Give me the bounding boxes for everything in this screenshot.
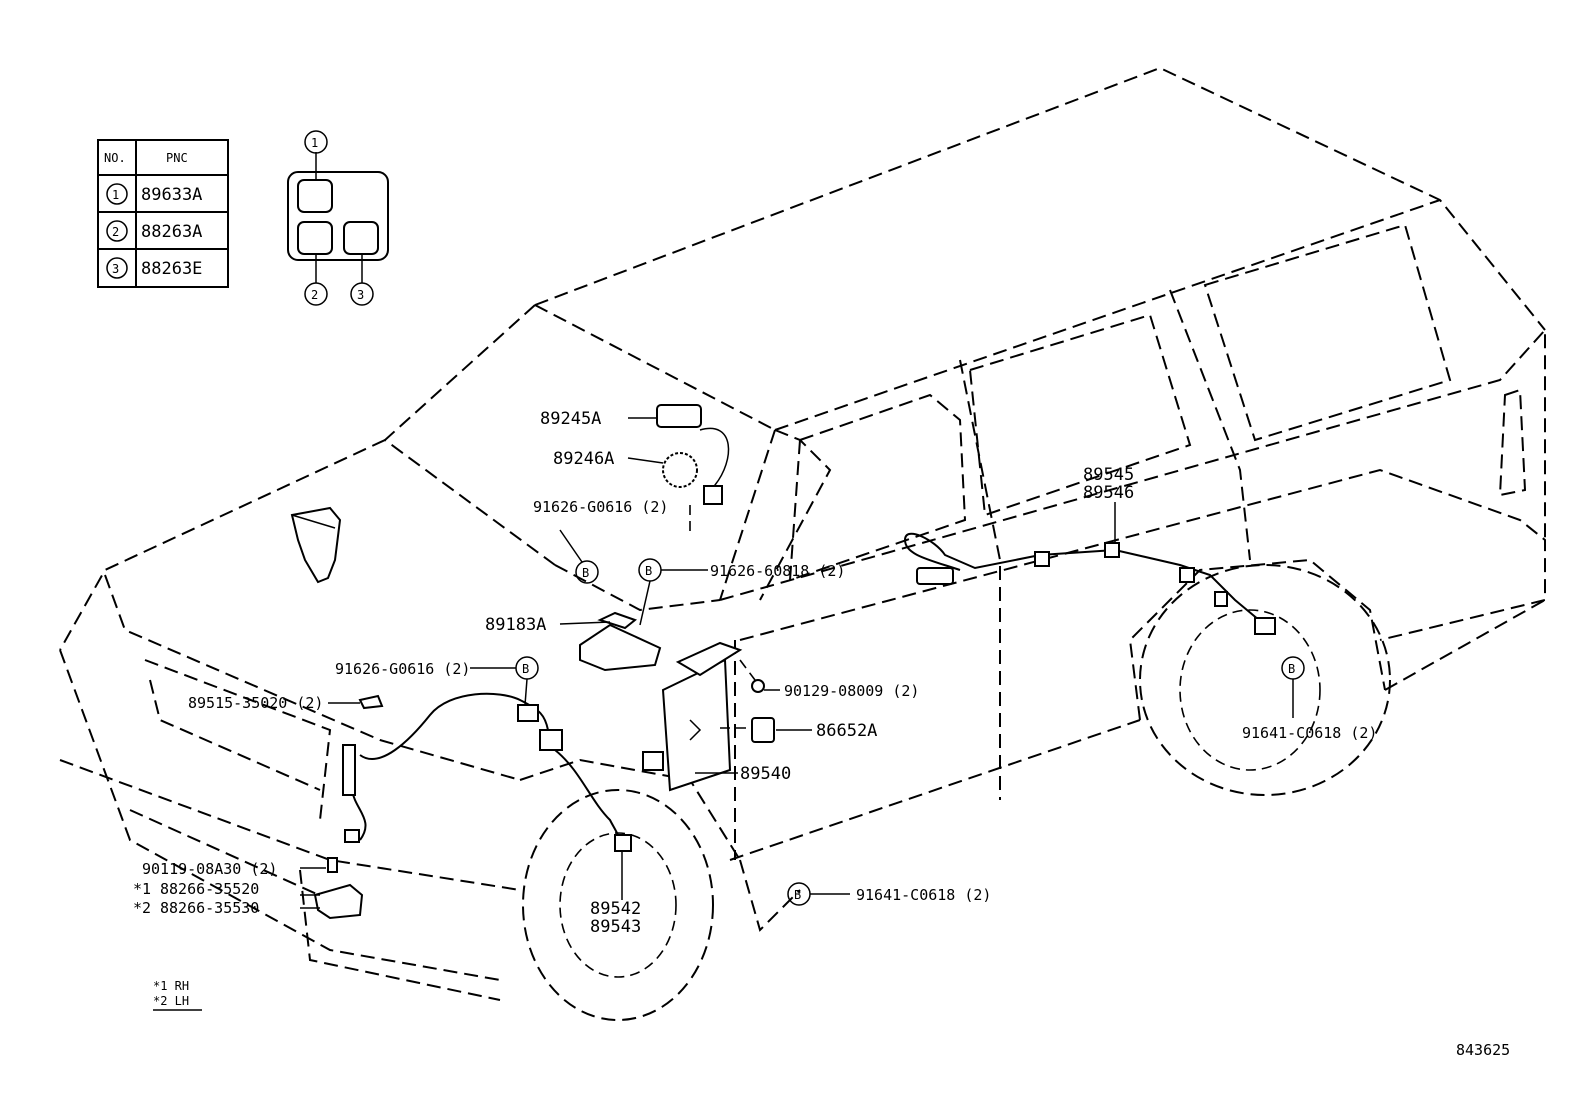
bolt-marker-top-left — [575, 560, 599, 584]
legend-row-3-pnc: 88263E — [141, 259, 202, 279]
part-89246A-shape — [627, 427, 730, 535]
label-89543: 89543 — [590, 917, 641, 937]
svg-text:B: B — [522, 662, 529, 676]
label-91626-G0616-top: 91626-G0616 (2) — [533, 498, 668, 516]
label-86652A: 86652A — [816, 721, 877, 741]
vehicle-outline — [59, 66, 1546, 1021]
legend-row-1-no: 1 — [112, 188, 119, 202]
svg-text:B: B — [582, 566, 589, 580]
part-labels: 89245A 89246A 91626-G0616 (2) 91626-6081… — [133, 409, 1377, 937]
label-91626-60818: 91626-60818 (2) — [710, 562, 845, 580]
front-bracket-shape — [300, 857, 364, 920]
footnotes: *1 RH *2 LH — [153, 979, 202, 1011]
switch-panel: 1 2 3 — [287, 130, 389, 306]
part-90129-08009-shape — [739, 659, 780, 693]
label-89540: 89540 — [740, 764, 791, 784]
bolt-markers: B B B B B — [470, 529, 1305, 906]
label-88266-35530: 88266-35530 — [160, 899, 259, 917]
svg-text:B: B — [645, 564, 652, 578]
label-89183A: 89183A — [485, 615, 546, 635]
label-89545: 89545 — [1083, 465, 1134, 485]
label-91626-G0616-mid: 91626-G0616 (2) — [335, 660, 470, 678]
rear-harness-shape — [903, 502, 1276, 635]
footnote-lh: *2 LH — [153, 994, 189, 1008]
legend-row-1-pnc: 89633A — [141, 185, 202, 205]
label-91641-C0618-front: 91641-C0618 (2) — [856, 886, 991, 904]
brake-fluid-reservoir — [290, 506, 342, 584]
part-89245A-shape — [628, 404, 702, 428]
switch-callout-1: 1 — [311, 136, 318, 150]
label-91641-C0618-rear: 91641-C0618 (2) — [1242, 724, 1377, 742]
svg-text:B: B — [794, 888, 801, 902]
front-harness-shape — [328, 692, 632, 852]
footnote-rh: *1 RH — [153, 979, 189, 993]
label-89546: 89546 — [1083, 483, 1134, 503]
legend-table: NO. PNC 1 89633A 2 88263A 3 88263E — [97, 139, 229, 288]
label-88266-35520: 88266-35520 — [160, 880, 259, 898]
label-89246A: 89246A — [553, 449, 614, 469]
switch-callout-2: 2 — [311, 288, 318, 302]
label-89245A: 89245A — [540, 409, 601, 429]
legend-header-pnc: PNC — [166, 151, 188, 165]
label-mark-2: *2 — [133, 899, 151, 917]
label-90129-08009: 90129-08009 (2) — [784, 682, 919, 700]
legend-row-3-no: 3 — [112, 262, 119, 276]
switch-callout-3: 3 — [357, 288, 364, 302]
svg-text:B: B — [1288, 662, 1295, 676]
part-86652A-shape — [720, 717, 812, 743]
legend-row-2-pnc: 88263A — [141, 222, 202, 242]
part-89183A-shape — [559, 611, 662, 672]
label-90119-08A30: 90119-08A30 (2) — [142, 860, 277, 878]
part-89540-shape — [642, 641, 743, 792]
label-mark-1: *1 — [133, 880, 151, 898]
legend-row-2-no: 2 — [112, 225, 119, 239]
label-89542: 89542 — [590, 899, 641, 919]
label-89515-35020: 89515-35020 (2) — [188, 694, 323, 712]
diagram-id: 843625 — [1456, 1041, 1510, 1059]
legend-header-no: NO. — [104, 151, 126, 165]
